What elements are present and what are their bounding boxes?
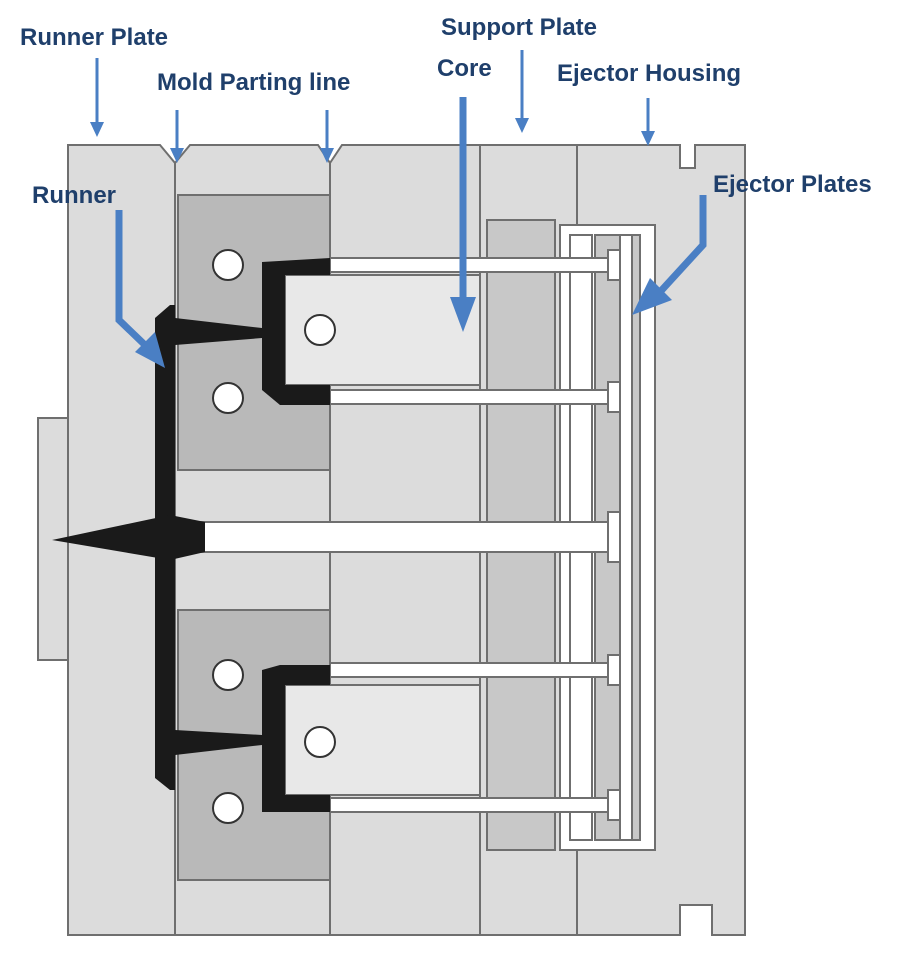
gate-top — [175, 318, 262, 345]
part-top — [262, 258, 330, 405]
label-runner: Runner — [32, 182, 116, 209]
label-mold-parting-line: Mold Parting line — [157, 69, 351, 96]
ejector-pin-2 — [329, 389, 611, 405]
pin-head-5 — [607, 789, 621, 821]
label-core: Core — [437, 55, 492, 82]
arrow-runner-line — [115, 210, 148, 348]
label-support-plate: Support Plate — [441, 14, 598, 41]
arrow-parting-2-head — [320, 148, 334, 163]
ejector-plate-back — [619, 234, 633, 841]
leader-pin-4 — [212, 659, 244, 691]
arrow-runner-head — [135, 332, 165, 368]
arrow-ejector-plates-line — [657, 195, 707, 295]
label-ejector-housing: Ejector Housing — [557, 60, 742, 87]
leader-pin-5 — [304, 726, 336, 758]
ejector-pin-1 — [329, 257, 611, 273]
arrow-support-head — [515, 118, 529, 133]
ejector-pin-4 — [329, 662, 611, 678]
gate-bottom — [175, 730, 262, 755]
label-runner-plate: Runner Plate — [20, 24, 169, 51]
pin-head-4 — [607, 654, 621, 686]
pin-head-2 — [607, 381, 621, 413]
arrow-runner-plate-head — [90, 122, 104, 137]
sprue-plastic — [52, 515, 205, 560]
arrow-core-head — [450, 297, 476, 332]
pin-head-1 — [607, 249, 621, 281]
arrow-parting-1-head — [170, 148, 184, 163]
ejector-pin-5 — [329, 797, 611, 813]
leader-pin-2 — [304, 314, 336, 346]
arrow-ejector-plates-head — [632, 278, 672, 315]
arrow-ejector-housing-head — [641, 131, 655, 146]
leader-pin-3 — [212, 382, 244, 414]
label-ejector-plates: Ejector Plates — [713, 171, 872, 198]
leader-pin-6 — [212, 792, 244, 824]
ejector-pin-sprue — [194, 521, 611, 553]
part-bottom — [262, 665, 330, 812]
leader-pin-1 — [212, 249, 244, 281]
pin-head-3 — [607, 511, 621, 563]
